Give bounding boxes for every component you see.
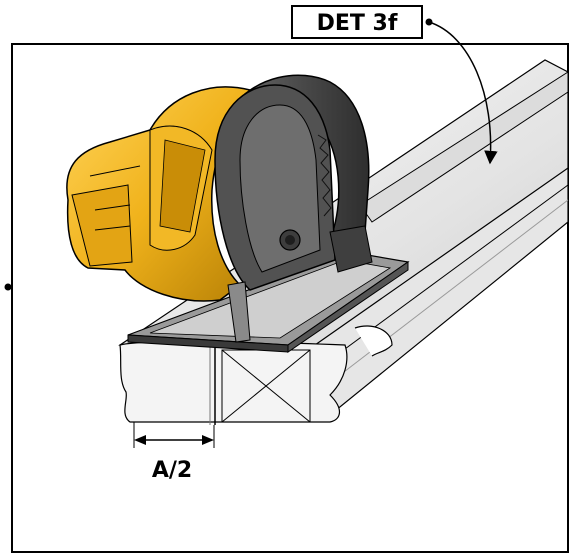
circular-saw-icon	[66, 74, 410, 353]
detail-label-text: DET 3f	[317, 11, 398, 36]
detail-label: DET 3f	[291, 5, 433, 39]
leader-arrow-icon	[428, 21, 498, 165]
dimension-arrow-icon	[133, 422, 215, 448]
dimension-label: A/2	[152, 458, 192, 483]
connector-dot	[4, 283, 12, 291]
